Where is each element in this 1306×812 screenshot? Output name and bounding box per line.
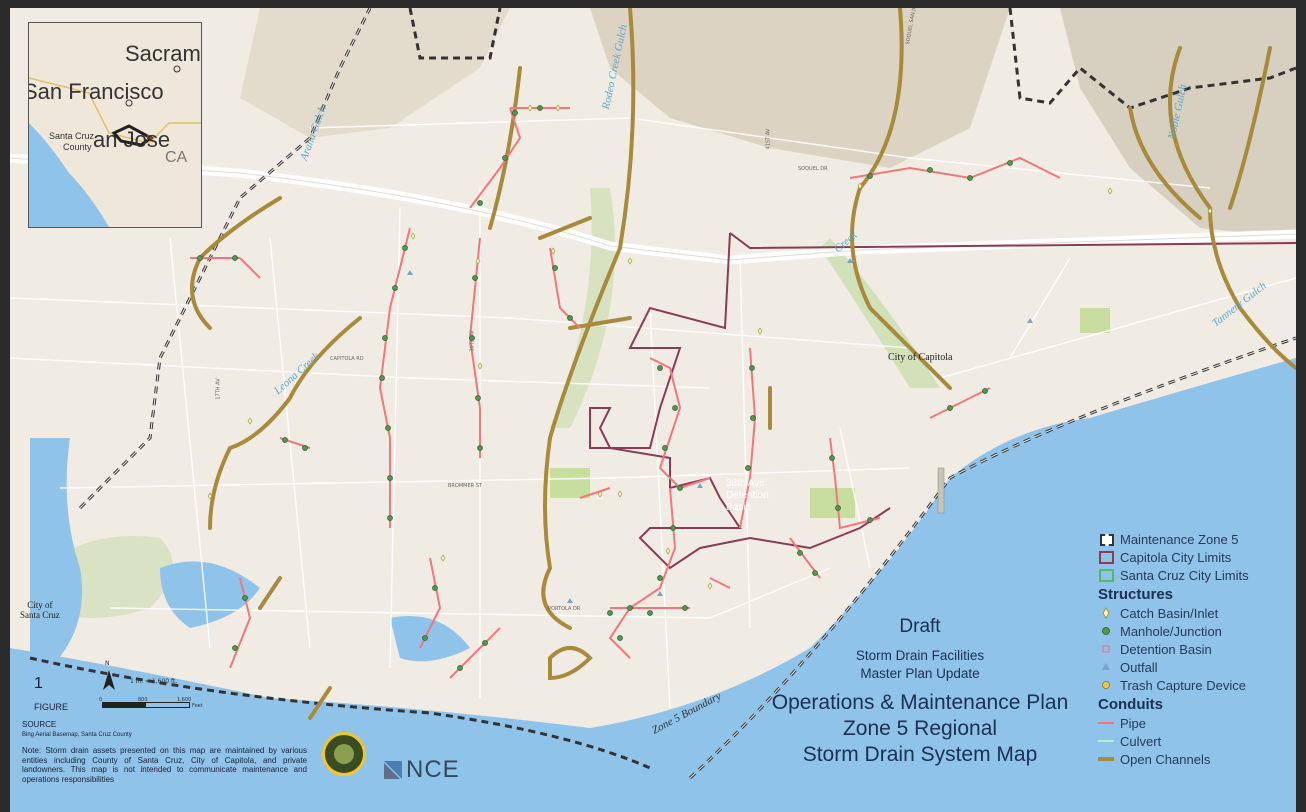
capitola-limits-swatch	[1098, 550, 1114, 564]
culvert-swatch	[1098, 734, 1114, 748]
legend-santa-cruz-label: Santa Cruz City Limits	[1120, 567, 1249, 583]
legend-pipe-label: Pipe	[1120, 715, 1147, 731]
street-grid	[10, 117, 1296, 709]
legend-detention-basin: Detention Basin	[1098, 640, 1288, 658]
scale-tick-800: 800	[138, 697, 148, 703]
inset-label-county: County	[63, 142, 92, 152]
north-arrow-icon	[103, 670, 115, 690]
inset-label-san-jose: an Jose	[93, 127, 171, 152]
title-line-1: Operations & Maintenance Plan	[771, 691, 1069, 714]
santa-cruz-limits-swatch	[1098, 568, 1114, 582]
manhole-icon	[1098, 624, 1114, 638]
trash-capture-icon	[1098, 678, 1114, 692]
legend-culvert-label: Culvert	[1120, 733, 1162, 749]
inset-label-ca: CA	[165, 149, 188, 166]
scale-tick-0: 0	[99, 697, 103, 703]
catch-basin-icon	[1098, 606, 1114, 620]
legend-catch-basin: Catch Basin/Inlet	[1098, 604, 1288, 622]
scale-ratio: 1 in. = 1,600 ft.	[130, 678, 178, 685]
label-city-of-capitola: City of Capitola	[888, 352, 953, 363]
zone-boundary-swatch	[1098, 532, 1114, 546]
outfall-markers	[407, 258, 1033, 603]
legend-zone-label: Maintenance Zone 5	[1120, 531, 1239, 547]
lagoon-2	[390, 616, 470, 662]
pipe-swatch	[1098, 716, 1114, 730]
pier	[937, 467, 945, 514]
map-frame: Sacramen San Francisco Santa Cruz County…	[10, 8, 1296, 812]
lagoon	[160, 561, 260, 628]
legend-manhole: Manhole/Junction	[1098, 622, 1288, 640]
harbor	[30, 438, 82, 668]
north-arrow: N	[102, 660, 116, 692]
title-block: Draft Storm Drain Facilities Master Plan…	[730, 614, 1110, 767]
nce-logo-text: NCE	[406, 756, 460, 783]
source-block: SOURCE Bing Aerial Basemap, Santa Cruz C…	[22, 720, 307, 784]
street-label-portola-dr: PORTOLA DR	[548, 606, 581, 612]
legend-capitola-limits: Capitola City Limits	[1098, 548, 1288, 566]
north-label: N	[105, 660, 110, 667]
legend-outfall-label: Outfall	[1120, 659, 1158, 675]
legend-pipe: Pipe	[1098, 714, 1288, 732]
nce-logo-icon	[384, 761, 402, 779]
santa-cruz-county-outline	[111, 124, 154, 147]
nce-logo: NCE	[382, 756, 460, 784]
outfall-icon	[1098, 660, 1114, 674]
subtitle-line-1: Storm Drain Facilities	[855, 648, 985, 663]
inset-locator-map: Sacramen San Francisco Santa Cruz County…	[28, 22, 202, 228]
legend-open-channels: Open Channels	[1098, 750, 1288, 768]
label-detention-basin: 38th Ave. Detention Basin	[726, 478, 769, 513]
street-label-30th-av: 30TH AV	[469, 330, 476, 352]
inset-label-santa-cruz: Santa Cruz	[49, 131, 95, 141]
street-label-capitola-rd: CAPITOLA RD	[330, 356, 364, 362]
map-legend: Maintenance Zone 5 Capitola City Limits …	[1098, 530, 1288, 768]
open-channel-swatch	[1098, 752, 1114, 766]
source-note: Note: Storm drain assets presented on th…	[22, 746, 307, 784]
ocean	[10, 358, 1296, 812]
inset-label-sacramento: Sacramen	[125, 41, 201, 66]
title-line-3: Storm Drain System Map	[802, 743, 1038, 766]
legend-structures-heading: Structures	[1098, 585, 1174, 603]
legend-santa-cruz-limits: Santa Cruz City Limits	[1098, 566, 1288, 584]
figure-number: 1	[34, 675, 43, 692]
catch-basin-markers	[207, 104, 1213, 590]
subtitle-line-2: Master Plan Update	[860, 666, 980, 681]
legend-outfall: Outfall	[1098, 658, 1288, 676]
label-city-of-santa-cruz: City of Santa Cruz	[20, 600, 60, 620]
source-text: Bing Aerial Basemap, Santa Cruz County	[22, 732, 132, 738]
legend-conduits-heading: Conduits	[1098, 695, 1163, 713]
legend-manhole-label: Manhole/Junction	[1120, 623, 1222, 639]
scale-bar	[102, 702, 190, 708]
legend-zone-5: Maintenance Zone 5	[1098, 530, 1288, 548]
draft-label: Draft	[899, 616, 941, 637]
street-label-soquel-dr: SOQUEL DR	[798, 166, 828, 172]
county-seal-logo	[322, 732, 366, 776]
map-canvas	[10, 8, 1296, 812]
legend-trash-capture: Trash Capture Device	[1098, 676, 1288, 694]
scale-tick-1600: 1,600	[177, 697, 192, 703]
street-label-41st-av: 41ST AV	[765, 128, 772, 150]
figure-label: FIGURE	[34, 702, 69, 712]
capitola-city-limits	[589, 232, 1296, 570]
inset-label-san-francisco: San Francisco	[28, 79, 164, 104]
legend-capitola-label: Capitola City Limits	[1120, 549, 1232, 565]
title-line-2: Zone 5 Regional	[842, 717, 998, 740]
legend-open-channels-label: Open Channels	[1120, 751, 1211, 767]
scale-unit: Feet	[192, 703, 203, 709]
legend-culvert: Culvert	[1098, 732, 1288, 750]
street-label-brommer-st: BROMMER ST	[448, 483, 482, 489]
street-label-17th-av: 17TH AV	[215, 378, 222, 400]
manhole-markers	[197, 105, 1013, 671]
source-heading: SOURCE	[22, 720, 57, 729]
detention-basin-icon	[1098, 642, 1114, 656]
open-channels	[190, 8, 1296, 720]
legend-trash-label: Trash Capture Device	[1120, 677, 1246, 693]
legend-catch-basin-label: Catch Basin/Inlet	[1120, 605, 1219, 621]
pipes	[190, 107, 1061, 679]
legend-detention-label: Detention Basin	[1120, 641, 1212, 657]
